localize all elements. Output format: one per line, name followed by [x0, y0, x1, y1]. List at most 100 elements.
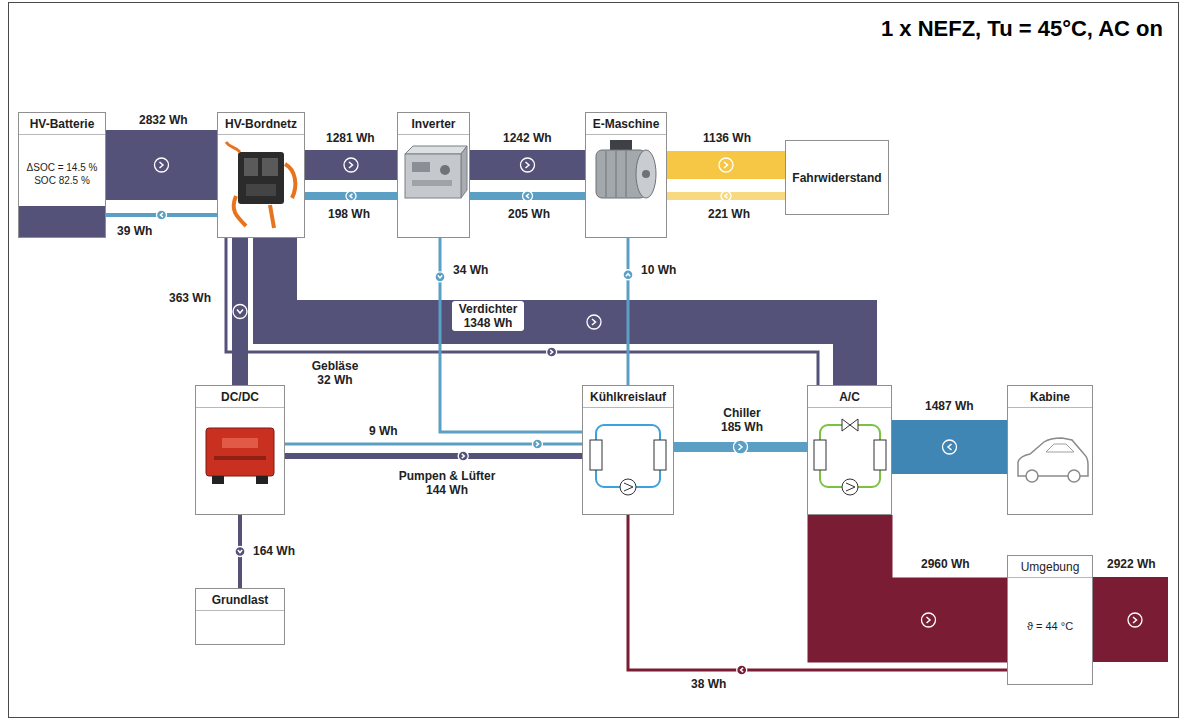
energy-flow-group	[850, 515, 1007, 627]
energy-flow	[892, 420, 1007, 474]
box-header: A/C	[808, 386, 891, 408]
box-body	[586, 135, 666, 141]
box-header: HV-Bordnetz	[218, 113, 304, 135]
flow-value: 2832 Wh	[136, 112, 191, 128]
box-text: ΔSOC = 14.5 %	[27, 161, 98, 174]
flow-direction-marker	[157, 210, 167, 220]
box-body	[583, 408, 673, 414]
flow-value: Verdichter 1348 Wh	[452, 301, 524, 331]
energy-flow-group	[233, 238, 247, 385]
component-box: A/C	[807, 385, 892, 515]
flow-value: 1281 Wh	[323, 130, 378, 146]
flow-direction-marker	[943, 440, 957, 454]
box-header: HV-Batterie	[19, 113, 105, 135]
flow-value: 2922 Wh	[1104, 556, 1159, 572]
component-box: HV-BatterieΔSOC = 14.5 %SOC 82.5 %	[18, 112, 106, 238]
box-text: SOC 82.5 %	[34, 174, 90, 187]
flow-direction-marker	[721, 191, 731, 201]
energy-flow-group	[305, 191, 397, 201]
dc-converter-image	[206, 428, 274, 484]
component-box: E-Maschine	[585, 112, 667, 238]
box-title: A/C	[839, 390, 860, 404]
diagram-title: 1 x NEFZ, Tu = 45°C, AC on	[881, 16, 1163, 42]
battery-charge-fill	[19, 206, 105, 237]
energy-flow-group	[623, 238, 633, 385]
flow-direction-marker	[346, 191, 356, 201]
flow-value: Chiller 185 Wh	[712, 405, 772, 435]
component-box: Grundlast	[195, 588, 285, 645]
flow-value: 363 Wh	[166, 290, 214, 306]
flow-direction-marker	[623, 270, 633, 280]
energy-flow-group	[892, 440, 1007, 454]
flow-direction-marker	[458, 451, 468, 461]
flow-value: 205 Wh	[505, 206, 553, 222]
energy-flow	[305, 192, 397, 200]
box-title: Kühlkreislauf	[590, 390, 666, 404]
wiring-harness-image	[226, 142, 295, 228]
flow-direction-marker	[922, 613, 936, 627]
box-header: E-Maschine	[586, 113, 666, 135]
energy-flow-group	[435, 238, 582, 432]
flow-value: Pumpen & Lüfter 144 Wh	[391, 468, 503, 498]
flow-value: 1487 Wh	[922, 398, 977, 414]
box-body	[398, 135, 469, 141]
component-box: Kühlkreislauf	[582, 385, 674, 515]
refrigerant-circuit-symbol	[814, 419, 886, 495]
flow-value: 10 Wh	[638, 262, 679, 278]
flow-direction-marker	[737, 665, 747, 675]
box-body	[1008, 408, 1092, 414]
box-header: Inverter	[398, 113, 469, 135]
component-box: Fahrwiderstand	[785, 140, 889, 215]
flow-direction-marker	[235, 547, 245, 557]
flow-direction-marker	[435, 272, 445, 282]
component-box: Umgebung ϑ = 44 °C	[1007, 555, 1093, 685]
energy-flow	[627, 238, 630, 385]
coolant-circuit-symbol	[590, 425, 666, 495]
box-header: Kühlkreislauf	[583, 386, 673, 408]
box-body	[196, 611, 284, 617]
flow-direction-marker	[587, 315, 601, 329]
energy-flow-group	[305, 158, 397, 172]
box-title: Grundlast	[212, 593, 269, 607]
flow-value: 164 Wh	[250, 543, 298, 559]
flow-value: 198 Wh	[325, 206, 373, 222]
flow-value: 34 Wh	[450, 262, 491, 278]
flow-direction-marker	[523, 191, 533, 201]
energy-flow	[470, 192, 585, 200]
energy-flow-group	[235, 515, 245, 588]
box-title: HV-Batterie	[30, 117, 95, 131]
energy-flow	[285, 453, 582, 459]
energy-flow	[628, 515, 1007, 670]
box-title: Umgebung	[1021, 560, 1080, 574]
box-title: Kabine	[1030, 390, 1070, 404]
flow-direction-marker	[344, 158, 358, 172]
energy-flow-group	[470, 158, 585, 172]
electric-motor-image	[596, 140, 656, 198]
box-title: DC/DC	[221, 390, 259, 404]
flow-value: 39 Wh	[114, 223, 155, 239]
component-box: HV-Bordnetz	[217, 112, 305, 238]
energy-flow	[850, 515, 1007, 620]
energy-flow-group	[470, 191, 585, 201]
energy-flow-group	[667, 191, 785, 201]
box-title: HV-Bordnetz	[225, 117, 297, 131]
energy-flow-group	[106, 210, 217, 220]
energy-flow-group	[628, 515, 1007, 675]
box-body: ϑ = 44 °C	[1008, 578, 1092, 633]
energy-flow	[305, 150, 397, 180]
flow-direction-marker	[719, 158, 733, 172]
flow-value: 1136 Wh	[700, 130, 754, 146]
energy-flow-group	[285, 439, 582, 449]
box-header: Kabine	[1008, 386, 1092, 408]
energy-flow	[667, 151, 785, 179]
flow-direction-marker	[155, 158, 169, 172]
box-body	[196, 408, 284, 414]
flow-value: 38 Wh	[688, 676, 729, 692]
energy-flow-group	[106, 158, 217, 172]
flow-value: 9 Wh	[366, 423, 401, 439]
box-header: Grundlast	[196, 589, 284, 611]
energy-flow	[285, 443, 582, 446]
energy-flow	[238, 515, 242, 588]
